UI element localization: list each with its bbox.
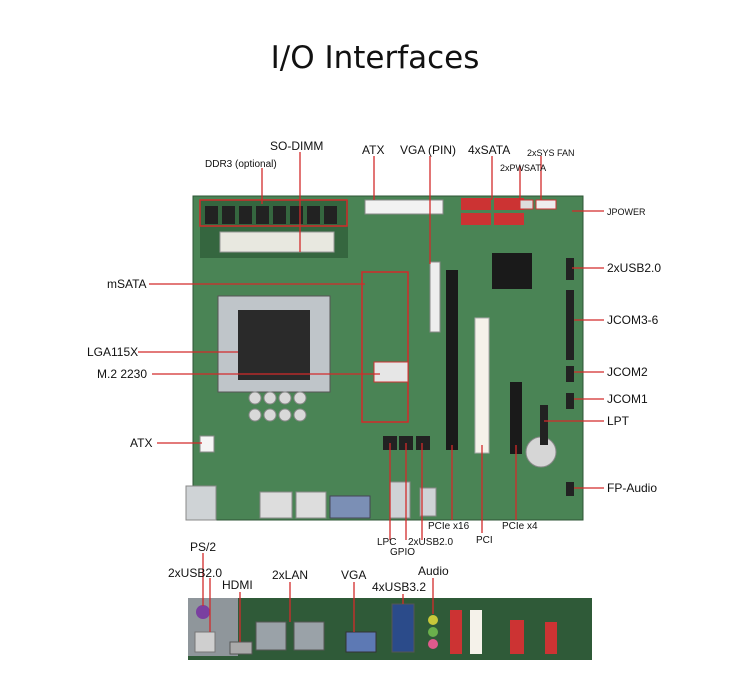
label-jcom3-6: JCOM3-6 bbox=[607, 313, 659, 327]
io-callout-lines bbox=[202, 553, 434, 642]
label-pci: PCI bbox=[476, 535, 493, 546]
lan-port bbox=[255, 621, 287, 651]
io-label-ps2: PS/2 bbox=[190, 540, 217, 554]
sata-port bbox=[461, 198, 491, 210]
label-fp-audio: FP-Audio bbox=[607, 481, 658, 495]
label-pcie-x16: PCIe x16 bbox=[428, 521, 470, 532]
label-m2: M.2 2230 bbox=[97, 367, 148, 381]
io-panel bbox=[188, 598, 592, 660]
hdmi-port bbox=[229, 641, 253, 655]
sata-port bbox=[494, 213, 524, 225]
label-lpc: LPC bbox=[377, 537, 397, 548]
io-label-vga: VGA bbox=[341, 568, 367, 582]
pcie-x4-slot bbox=[510, 382, 522, 454]
usb20-header bbox=[566, 258, 574, 280]
label-pcie-x4: PCIe x4 bbox=[502, 521, 538, 532]
label-jcom1: JCOM1 bbox=[607, 392, 648, 406]
atx-4pin-connector bbox=[199, 435, 215, 453]
pci-slot bbox=[474, 317, 490, 454]
label-jcom2: JCOM2 bbox=[607, 365, 648, 379]
label-usb20-right: 2xUSB2.0 bbox=[607, 261, 662, 275]
io-label-audio: Audio bbox=[418, 564, 449, 578]
label-lga115x: LGA115X bbox=[87, 345, 139, 359]
io-label-hdmi: HDMI bbox=[222, 578, 253, 592]
label-4xsata: 4xSATA bbox=[468, 143, 511, 157]
pcie-x16-slot bbox=[446, 270, 458, 450]
lan-port bbox=[293, 621, 325, 651]
fp-audio-header bbox=[566, 482, 574, 496]
io-label-usb20: 2xUSB2.0 bbox=[168, 566, 223, 580]
label-vga-pin: VGA (PIN) bbox=[400, 143, 457, 157]
label-sys-fan: 2xSYS FAN bbox=[527, 148, 575, 158]
label-jpower: JPOWER bbox=[607, 207, 646, 217]
lpt-header bbox=[540, 405, 548, 445]
msata-m2-area bbox=[361, 271, 409, 423]
label-atx-left: ATX bbox=[130, 436, 153, 450]
label-ddr3: DDR3 (optional) bbox=[205, 159, 277, 170]
label-pwsata: 2xPWSATA bbox=[500, 163, 547, 173]
usb20-ports bbox=[194, 631, 216, 653]
label-lpt: LPT bbox=[607, 414, 630, 428]
vga-pin-header bbox=[429, 261, 441, 333]
io-label-usb32: 4xUSB3.2 bbox=[372, 580, 427, 594]
audio-jacks bbox=[428, 639, 438, 649]
chipset bbox=[492, 253, 532, 289]
usb32-ports bbox=[391, 603, 415, 653]
page-title: I/O Interfaces bbox=[270, 40, 480, 76]
sata-port bbox=[494, 198, 524, 210]
jcom-header bbox=[566, 290, 574, 360]
label-atx-top: ATX bbox=[362, 143, 385, 157]
vga-port bbox=[345, 631, 377, 653]
label-so-dimm: SO-DIMM bbox=[270, 139, 324, 153]
label-gpio: GPIO bbox=[390, 547, 416, 558]
pwsata-connector bbox=[519, 199, 534, 210]
label-msata: mSATA bbox=[107, 277, 147, 291]
io-label-lan: 2xLAN bbox=[272, 568, 309, 582]
atx-24pin-connector bbox=[364, 199, 444, 215]
ps2-port bbox=[196, 605, 210, 619]
sys-fan-connector bbox=[535, 199, 557, 210]
callout-lines bbox=[138, 152, 604, 540]
label-usb20-bottom: 2xUSB2.0 bbox=[408, 537, 454, 548]
sata-port bbox=[461, 213, 491, 225]
